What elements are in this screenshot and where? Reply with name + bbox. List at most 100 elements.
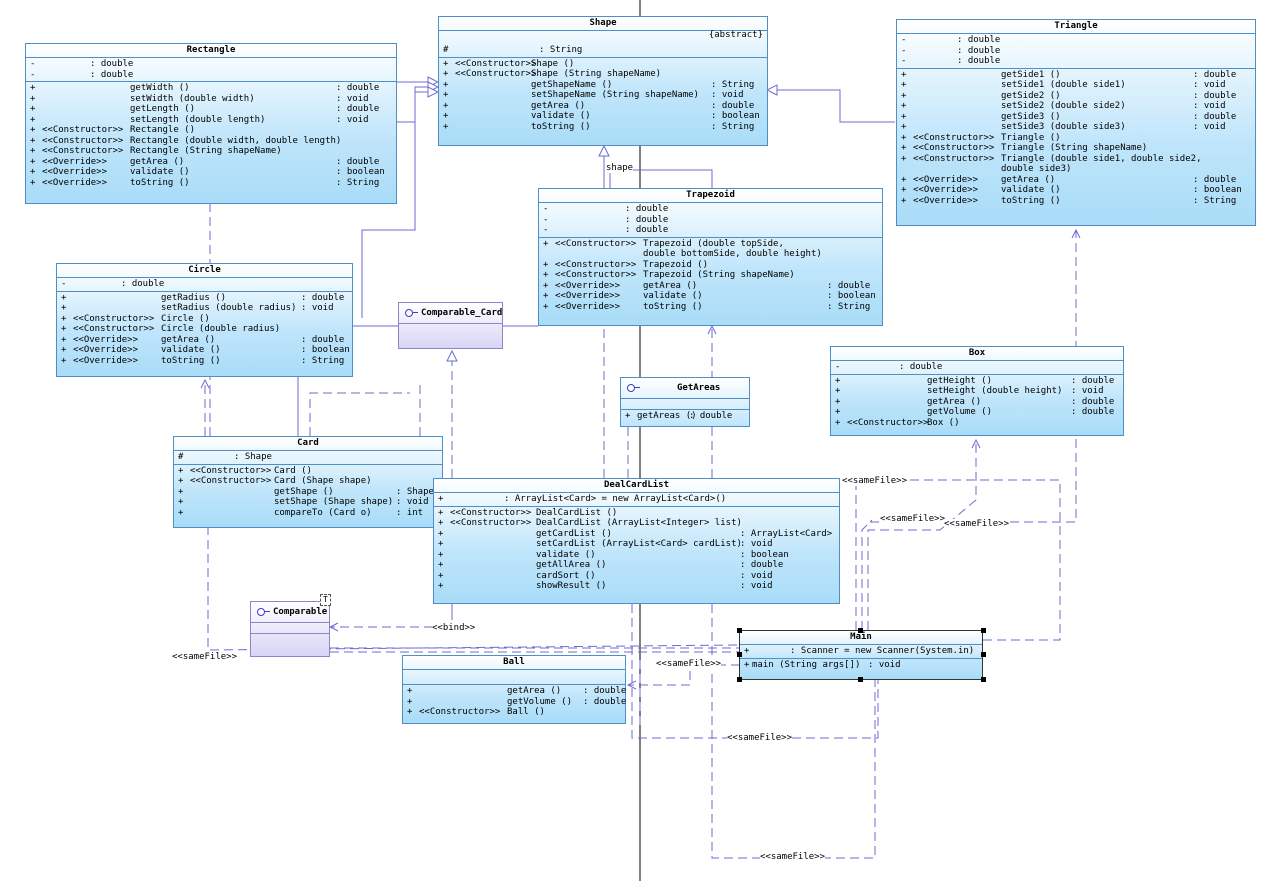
member-type: : double bbox=[1071, 375, 1115, 386]
member-type: : double bbox=[625, 214, 669, 225]
operation-section: +getWidth (): double+setWidth (double wi… bbox=[26, 82, 396, 189]
selection-handle[interactable] bbox=[981, 652, 986, 657]
samefile-label: <<sameFile>> bbox=[760, 852, 826, 862]
bind-label: <<bind>> bbox=[432, 623, 476, 633]
member-name: compareTo (Card o) bbox=[274, 507, 372, 518]
member-type: : String bbox=[1193, 195, 1237, 206]
member-row: +getRadius (): double bbox=[57, 293, 352, 304]
member-row: double bottomSide, double height) bbox=[539, 249, 882, 260]
member-name: validate () bbox=[161, 345, 221, 355]
selection-handle[interactable] bbox=[981, 677, 986, 682]
member-row: +setLength (double length): void bbox=[26, 115, 396, 126]
interface-icon bbox=[627, 384, 640, 392]
member-type: : double bbox=[1193, 174, 1237, 185]
member-name: cardSort () bbox=[536, 570, 596, 581]
selection-handle[interactable] bbox=[737, 652, 742, 657]
member-name: toString () bbox=[643, 301, 703, 312]
member-visibility: + bbox=[443, 58, 449, 69]
interface-comparable[interactable]: Comparable bbox=[250, 601, 330, 657]
member-row: #: String bbox=[439, 45, 767, 56]
member-visibility: + bbox=[543, 259, 549, 270]
member-row: -: double bbox=[897, 46, 1255, 57]
member-visibility: + bbox=[901, 185, 907, 195]
member-visibility: + bbox=[835, 407, 841, 417]
member-row: +setShapeName (String shapeName): void bbox=[439, 90, 767, 101]
interface-comparable-card[interactable]: Comparable_Card bbox=[398, 302, 503, 349]
class-main[interactable]: Main +: Scanner = new Scanner(System.in)… bbox=[739, 630, 983, 680]
class-trapezoid[interactable]: Trapezoid -: double-: double-: double +<… bbox=[538, 188, 883, 326]
class-box[interactable]: Box -: double +getHeight (): double+setH… bbox=[830, 346, 1124, 436]
member-type: : double bbox=[336, 104, 380, 114]
member-name: getSide1 () bbox=[1001, 69, 1061, 80]
operation-section: +getRadius (): double+setRadius (double … bbox=[57, 292, 352, 368]
member-name: setSide3 (double side3) bbox=[1001, 122, 1126, 132]
member-visibility: - bbox=[543, 204, 549, 214]
member-visibility: - bbox=[543, 225, 549, 235]
member-visibility: + bbox=[443, 100, 449, 111]
member-stereotype: <<Override>> bbox=[913, 195, 979, 206]
member-name: Card () bbox=[274, 465, 312, 476]
member-stereotype: <<Constructor>> bbox=[42, 146, 124, 156]
member-row: +validate (): boolean bbox=[434, 550, 839, 561]
class-title: Card bbox=[174, 437, 442, 451]
member-row: +toString (): String bbox=[439, 122, 767, 133]
member-row: -: double bbox=[897, 35, 1255, 46]
class-triangle[interactable]: Triangle -: double-: double-: double +ge… bbox=[896, 19, 1256, 226]
member-type: : boolean bbox=[740, 549, 789, 560]
member-row: +<<Constructor>>DealCardList (ArrayList<… bbox=[434, 518, 839, 529]
member-name: Trapezoid (String shapeName) bbox=[643, 270, 795, 280]
class-card[interactable]: Card #: Shape +<<Constructor>>Card ()+<<… bbox=[173, 436, 443, 528]
member-name: validate () bbox=[130, 167, 190, 177]
class-circle[interactable]: Circle -: double +getRadius (): double+s… bbox=[56, 263, 353, 377]
member-stereotype: <<Constructor>> bbox=[913, 143, 995, 153]
member-row: -: double bbox=[26, 59, 396, 70]
member-row: +<<Override>>getArea (): double bbox=[57, 335, 352, 346]
class-rectangle[interactable]: Rectangle -: double-: double +getWidth (… bbox=[25, 43, 397, 204]
member-row: +<<Constructor>>Triangle () bbox=[897, 133, 1255, 144]
member-stereotype: <<Constructor>> bbox=[555, 259, 637, 270]
operation-section: +getSide1 (): double+setSide1 (double si… bbox=[897, 69, 1255, 208]
member-row: double side3) bbox=[897, 164, 1255, 175]
selection-handle[interactable] bbox=[858, 628, 863, 633]
selection-handle[interactable] bbox=[737, 677, 742, 682]
member-visibility: + bbox=[901, 122, 907, 132]
member-visibility: + bbox=[30, 167, 36, 177]
member-row: #: Shape bbox=[174, 452, 442, 463]
member-type: : String bbox=[711, 79, 755, 90]
class-shape[interactable]: Shape {abstract} #: String +<<Constructo… bbox=[438, 16, 768, 146]
member-row: +getVolume (): double bbox=[403, 696, 626, 708]
member-visibility: + bbox=[438, 539, 444, 549]
member-stereotype: <<Override>> bbox=[555, 280, 621, 291]
selection-handle[interactable] bbox=[737, 628, 742, 633]
member-visibility: + bbox=[901, 90, 907, 101]
member-visibility: + bbox=[625, 411, 631, 421]
member-name: getVolume () bbox=[927, 407, 993, 417]
selection-handle[interactable] bbox=[858, 677, 863, 682]
member-row: -: double bbox=[539, 215, 882, 226]
attribute-section: +: ArrayList<Card> = new ArrayList<Card>… bbox=[434, 493, 839, 507]
member-stereotype: <<Constructor>> bbox=[455, 69, 537, 79]
interface-getareas[interactable]: GetAreas +getAreas (): double bbox=[620, 377, 750, 427]
selection-handle[interactable] bbox=[981, 628, 986, 633]
member-visibility: + bbox=[61, 345, 67, 355]
class-dealcardlist[interactable]: DealCardList +: ArrayList<Card> = new Ar… bbox=[433, 478, 840, 604]
member-visibility: + bbox=[901, 101, 907, 111]
member-row: +<<Constructor>>Trapezoid () bbox=[539, 260, 882, 271]
attribute-section: +: Scanner = new Scanner(System.in) bbox=[740, 645, 982, 659]
member-row: +compareTo (Card o): int bbox=[174, 508, 442, 519]
member-type: : ArrayList<Card> bbox=[740, 528, 833, 539]
member-row: +<<Constructor>>Rectangle (double width,… bbox=[26, 136, 396, 147]
member-name: getVolume () bbox=[507, 696, 573, 707]
member-visibility: + bbox=[443, 121, 449, 132]
samefile-label: <<sameFile>> bbox=[944, 519, 1010, 529]
member-row: +<<Constructor>>DealCardList () bbox=[434, 508, 839, 519]
abstract-stereotype: {abstract} bbox=[708, 30, 763, 40]
member-visibility: + bbox=[438, 528, 444, 539]
attribute-section: -: double-: double-: double bbox=[897, 34, 1255, 69]
member-name: getAllArea () bbox=[536, 560, 607, 570]
class-ball[interactable]: Ball +getArea (): double+getVolume (): d… bbox=[402, 655, 626, 724]
member-row: -: double bbox=[26, 70, 396, 81]
operation-section: +getArea (): double+getVolume (): double… bbox=[403, 685, 626, 719]
member-visibility: + bbox=[438, 507, 444, 518]
member-row: +<<Constructor>>Card (Shape shape) bbox=[174, 476, 442, 487]
